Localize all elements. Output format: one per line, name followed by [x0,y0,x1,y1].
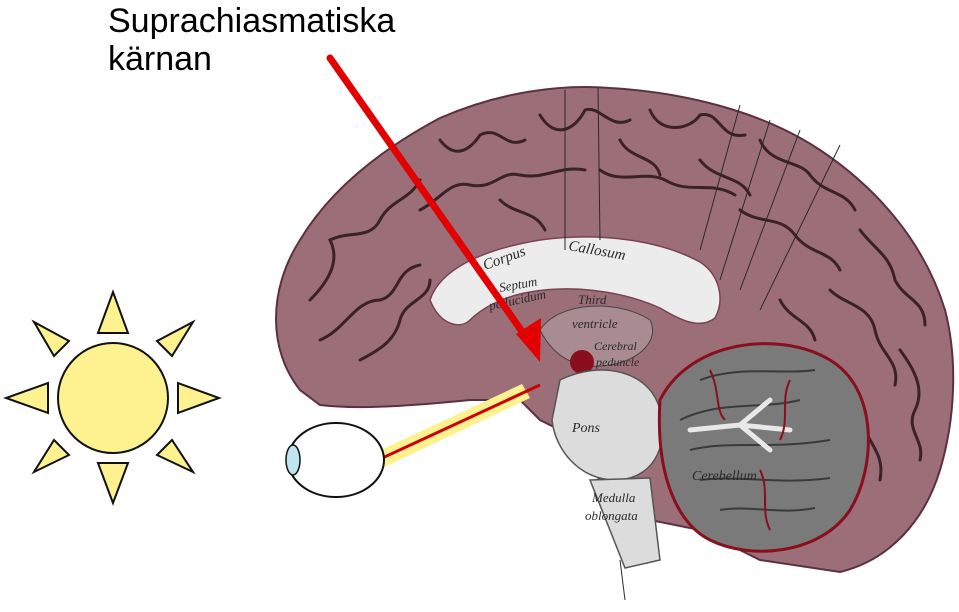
arrowhead [516,318,541,362]
sun-ray [155,319,196,358]
label-cerebellum: Cerebellum [692,469,757,484]
optic-pathway [370,383,541,470]
sun-ray [31,319,71,358]
hypothalamus-region [570,350,594,374]
title-line-2: kärnan [108,40,212,78]
cerebellum-vessels [709,369,791,531]
label-medulla: Medulla [591,490,636,505]
diagram-title: Suprachiasmatiska kärnan [108,2,395,78]
corpus-callosum [429,236,721,326]
label-pons: Pons [571,421,601,436]
eyeball [287,422,385,498]
eye-icon [285,422,385,498]
label-leader-lines [564,87,841,601]
medulla-oblongata [588,477,661,569]
brain-illustration: Corpus Callosum Septum pellucidum Third … [275,86,955,601]
sun-ray [177,381,222,415]
label-septum: Septum [498,274,538,295]
sun-icon [3,289,222,506]
sun-ray [96,462,130,506]
eye-lens [285,444,301,476]
label-ventricle: ventricle [572,316,618,331]
pons [551,369,664,481]
sun-ray [155,438,196,475]
sun-disc [57,342,169,454]
sun-ray [96,289,130,334]
sun-ray [31,438,71,475]
arrow-pointer [326,54,541,362]
retinohypothalamic-tract [377,383,541,462]
label-third: Third [578,292,607,307]
arbor-vitae [687,397,793,453]
arrow-shaft [326,54,532,344]
title-line-1: Suprachiasmatiska [108,2,396,40]
label-cerebral: Cerebral [594,339,638,353]
label-oblongata: oblongata [585,508,638,523]
sun-ray [3,381,49,415]
label-peduncle: peduncle [595,355,640,369]
